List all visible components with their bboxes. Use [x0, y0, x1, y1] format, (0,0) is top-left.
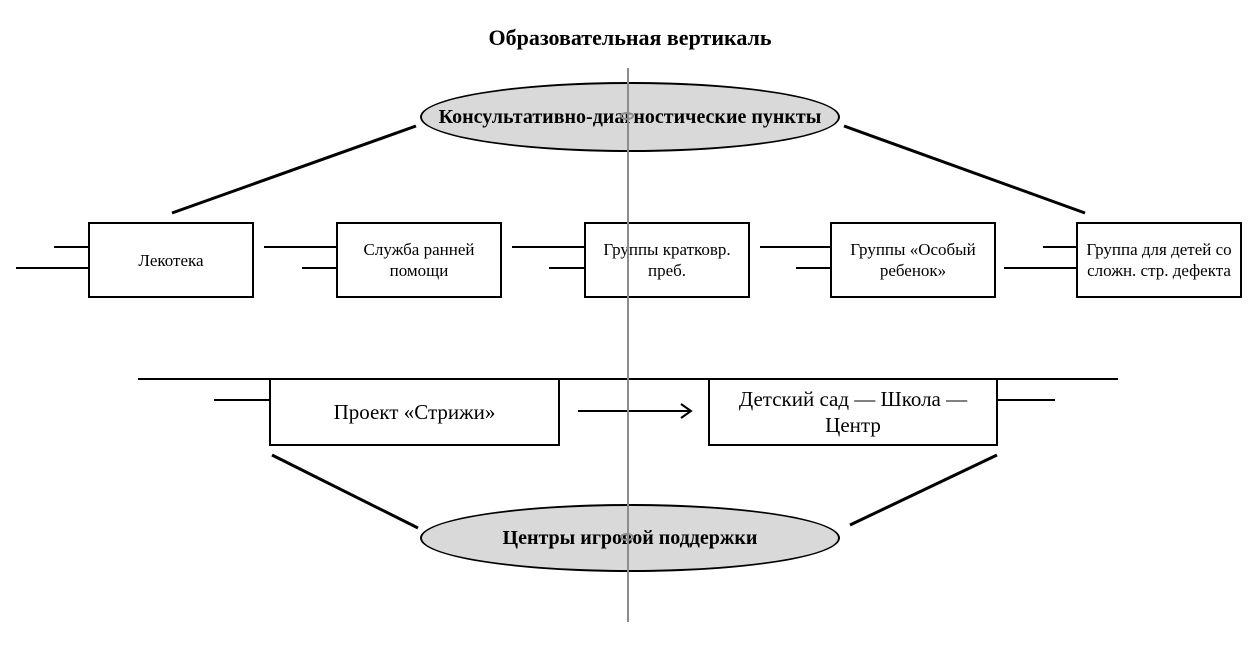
box-label: Группа для детей со сложн. стр. дефекта — [1086, 240, 1232, 280]
box-label: Лекотека — [138, 250, 204, 270]
vertical-axis — [627, 68, 629, 622]
box-label: Детский сад — Школа — Центр — [738, 387, 968, 437]
diagonal-bottom-left — [271, 453, 419, 530]
arrow-head — [680, 403, 693, 419]
box-short-stay-groups: Группы кратковр. преб. — [584, 222, 750, 298]
diagram-title: Образовательная вертикаль — [488, 25, 772, 50]
box-label: Проект «Стрижи» — [333, 400, 496, 424]
box-special-child-groups: Группы «Особый ребенок» — [830, 222, 996, 298]
box-complex-defect-group: Группа для детей со сложн. стр. дефекта — [1076, 222, 1242, 298]
box-label: Группы «Особый ребенок» — [850, 240, 976, 280]
diagonal-top-right — [843, 124, 1086, 215]
axis-ring-top — [620, 112, 634, 120]
box-early-help-service: Служба ранней помощи — [336, 222, 502, 298]
diagonal-top-left — [171, 124, 417, 215]
box-lekoteka: Лекотека — [88, 222, 254, 298]
box-strizhi-project: Проект «Стрижи» — [269, 378, 560, 446]
box-kindergarten-school-center: Детский сад — Школа — Центр — [708, 378, 998, 446]
diagonal-bottom-right — [849, 453, 998, 527]
box-label: Служба ранней помощи — [363, 240, 475, 280]
box-label: Группы кратковр. преб. — [603, 240, 731, 280]
axis-ring-bottom — [620, 533, 634, 541]
